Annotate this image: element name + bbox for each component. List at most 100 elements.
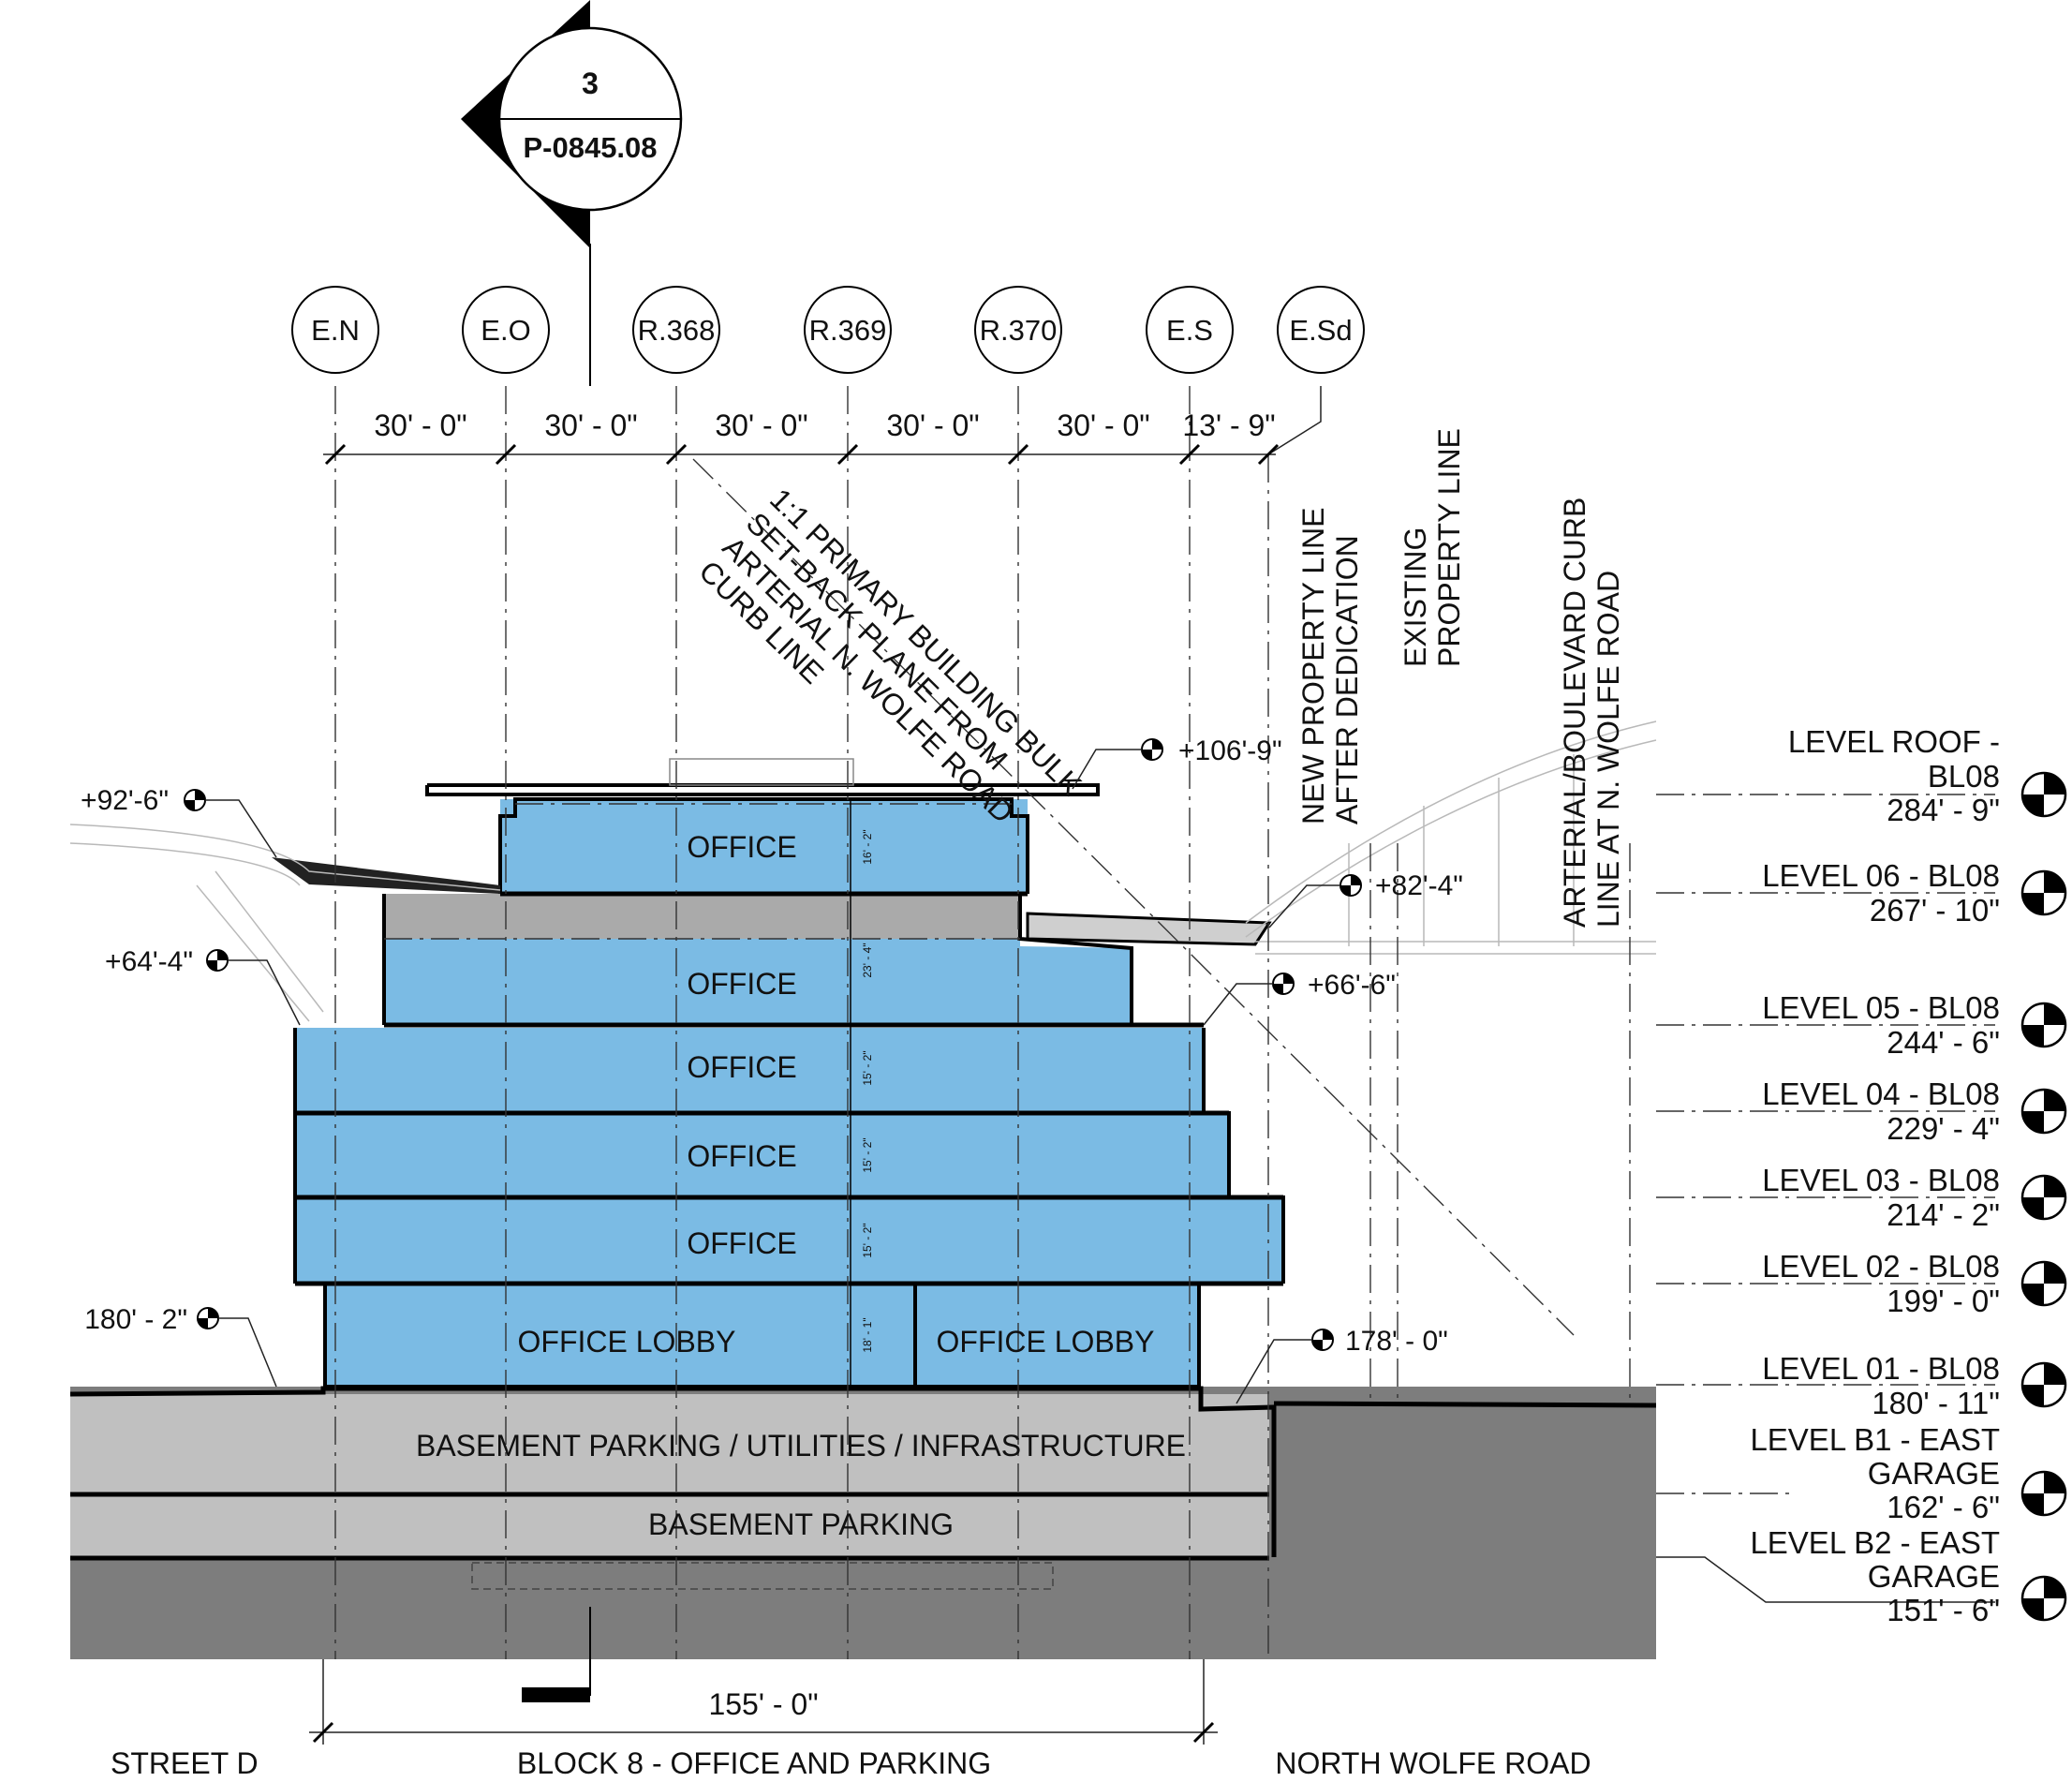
level-05-east-wall (1018, 894, 1133, 1025)
existing-property-line-text-1: EXISTING (1399, 527, 1432, 667)
level-target-icon (2020, 1470, 2067, 1517)
level-02: LEVEL 02 - BL08 199' - 0" (1656, 1249, 2067, 1318)
level-03-office (295, 1115, 1229, 1197)
grid-label-r368: R.368 (638, 314, 716, 347)
room-label-level-03: OFFICE (687, 1139, 796, 1173)
room-label-level-02: OFFICE (687, 1226, 796, 1260)
grid-dim-2: 30' - 0" (544, 408, 637, 442)
floor-height-l04: 15' - 2" (861, 1050, 874, 1085)
east-ground (1269, 1392, 1656, 1659)
section-sheet-reference: P-0845.08 (523, 131, 657, 164)
level-05-office (384, 939, 1132, 1025)
basement-b2 (70, 1494, 1269, 1557)
mechanical-floor (384, 894, 1020, 939)
grid-dimension-string: 30' - 0" 30' - 0" 30' - 0" 30' - 0" 30' … (323, 408, 1280, 466)
level-roof-elevation: 284' - 9" (1887, 793, 2000, 827)
level-target-icon (2020, 1174, 2067, 1221)
grid-label-r370: R.370 (980, 314, 1058, 347)
lobby-east (915, 1285, 1199, 1387)
level-b2: LEVEL B2 - EAST GARAGE 151' - 6" (1656, 1525, 2067, 1627)
spot-elevation-106: +106'-9" (1072, 735, 1282, 790)
spot-elevation-82-text: +82'-4" (1375, 870, 1463, 901)
block-8-label: BLOCK 8 - OFFICE AND PARKING (517, 1746, 991, 1780)
curb-line-text-2: LINE AT N. WOLFE ROAD (1591, 571, 1625, 928)
level-06-name: LEVEL 06 - BL08 (1762, 858, 2000, 893)
floor-height-l02: 15' - 2" (861, 1223, 874, 1257)
level-target-icon (2020, 771, 2067, 818)
curb-line-label: ARTERIAL/BOULEVARD CURB LINE AT N. WOLFE… (1558, 497, 1625, 928)
grid-bubble-r369 (804, 286, 892, 374)
spot-elevation-180-text: 180' - 2" (84, 1304, 187, 1335)
level-05: LEVEL 05 - BL08 244' - 6" (1656, 990, 2067, 1060)
level-b1-elevation: 162' - 6" (1887, 1490, 2000, 1524)
level-02-name: LEVEL 02 - BL08 (1762, 1249, 2000, 1284)
east-grade-line (1273, 1401, 1657, 1408)
east-wall (1202, 1028, 1285, 1284)
bottom-labels: STREET D BLOCK 8 - OFFICE AND PARKING NO… (111, 1746, 1591, 1780)
level-b2-name-1: LEVEL B2 - EAST (1750, 1525, 2000, 1560)
floor-height-l06: 16' - 2" (861, 829, 874, 864)
grid-dim-5: 30' - 0" (1057, 408, 1149, 442)
room-label-level-05: OFFICE (687, 967, 796, 1001)
setback-plane-line (692, 458, 1575, 1336)
spot-elevations: +92'-6" +106'-9" +82'-4" +64'-4" +66'-6" (81, 735, 1463, 1404)
level-05-elevation: 244' - 6" (1887, 1025, 2000, 1060)
ramp-outline (471, 1562, 1054, 1590)
room-label-lobby-west: OFFICE LOBBY (518, 1325, 736, 1359)
new-property-line-label: NEW PROPERTY LINE AFTER DEDICATION (1296, 508, 1364, 824)
new-property-line-text-1: NEW PROPERTY LINE (1296, 508, 1330, 824)
level-target-icon (2020, 1088, 2067, 1135)
spot-elevation-178: 178' - 0" (1236, 1326, 1448, 1404)
street-d-label: STREET D (111, 1746, 259, 1780)
grid-bubble-r370 (974, 286, 1062, 374)
level-03: LEVEL 03 - BL08 214' - 2" (1656, 1163, 2067, 1232)
level-04: LEVEL 04 - BL08 229' - 4" (1656, 1077, 2067, 1146)
level-06: LEVEL 06 - BL08 267' - 10" (1656, 858, 2067, 928)
room-label-level-06: OFFICE (687, 830, 796, 864)
level-06-outline (498, 797, 1029, 894)
new-property-line-text-2: AFTER DEDICATION (1330, 535, 1364, 824)
level-04-office (295, 1028, 1204, 1113)
floor-heights: 16' - 2" 23' - 4" 15' - 2" 15' - 2" 15' … (850, 801, 874, 1385)
grid-bubble-eo (462, 286, 550, 374)
grid-bubble-r368 (632, 286, 720, 374)
spot-elevation-92-text: +92'-6" (81, 785, 169, 816)
spot-elevation-180: 180' - 2" (84, 1304, 277, 1388)
grid-dim-3: 30' - 0" (715, 408, 807, 442)
grid-label-es: E.S (1166, 314, 1213, 347)
roof-slab (425, 783, 1100, 796)
grid-dim-1: 30' - 0" (374, 408, 466, 442)
level-target-icon (2020, 1361, 2067, 1408)
level-b1-name-2: GARAGE (1868, 1456, 2000, 1491)
grid-lines (334, 386, 1631, 1659)
room-label-basement-b1: BASEMENT PARKING / UTILITIES / INFRASTRU… (416, 1429, 1186, 1463)
level-target-icon (2020, 1260, 2067, 1307)
level-02-elevation: 199' - 0" (1887, 1284, 2000, 1318)
spot-elevation-66-text: +66'-6" (1308, 970, 1396, 1001)
spot-elevation-82: +82'-4" (1268, 870, 1463, 928)
level-05-name: LEVEL 05 - BL08 (1762, 990, 2000, 1025)
lobby-west (325, 1285, 915, 1387)
overall-dimension: 155' - 0" (309, 1659, 1218, 1745)
level-target-icon (2020, 869, 2067, 916)
spot-elevation-106-text: +106'-9" (1178, 735, 1282, 766)
level-target-icon (2020, 1002, 2067, 1048)
grid-bubble-es (1146, 286, 1234, 374)
level-06-elevation: 267' - 10" (1870, 893, 2000, 928)
grid-esd-leader (1267, 386, 1322, 455)
level-03-name: LEVEL 03 - BL08 (1762, 1163, 2000, 1197)
grid-dim-6: 13' - 9" (1182, 408, 1275, 442)
site-context (69, 720, 1657, 1022)
level-roof: LEVEL ROOF - BL08 284' - 9" (1656, 724, 2067, 827)
spot-elevation-64-text: +64'-4" (105, 946, 193, 977)
section-number: 3 (582, 67, 599, 100)
grid-label-esd: E.Sd (1289, 314, 1352, 347)
section-marker: 3 P-0845.08 (461, 0, 683, 1702)
property-line-labels: NEW PROPERTY LINE AFTER DEDICATION EXIST… (1296, 428, 1625, 928)
lobby-outline (323, 1285, 1201, 1388)
grid-label-en: E.N (311, 314, 360, 347)
existing-property-line-label: EXISTING PROPERTY LINE (1399, 428, 1466, 667)
level-b2-name-2: GARAGE (1868, 1559, 2000, 1594)
grid-dim-4: 30' - 0" (886, 408, 979, 442)
